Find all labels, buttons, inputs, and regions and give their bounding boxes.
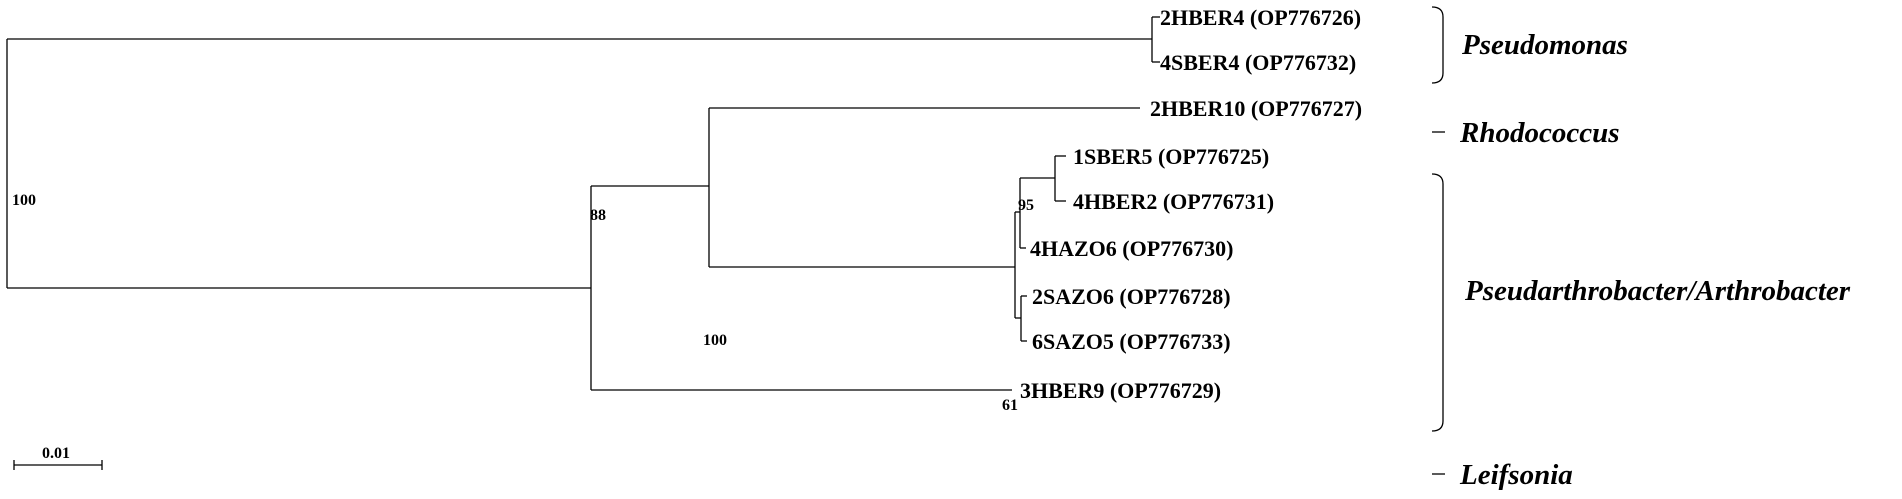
taxon-label: 1SBER5 (OP776725) <box>1073 144 1269 169</box>
group-label-pseudarthrobacter: Pseudarthrobacter/Arthrobacter <box>1464 275 1851 307</box>
taxon-label: 4SBER4 (OP776732) <box>1160 50 1356 75</box>
bootstrap-value: 61 <box>1002 397 1018 414</box>
taxon-label: 3HBER9 (OP776729) <box>1020 378 1221 403</box>
taxon-label: 4HBER2 (OP776731) <box>1073 189 1274 214</box>
taxon-label: 2HBER4 (OP776726) <box>1160 5 1361 30</box>
taxon-label: 2SAZO6 (OP776728) <box>1032 284 1231 309</box>
scale-bar-label: 0.01 <box>42 445 70 462</box>
bootstrap-value: 88 <box>590 207 606 224</box>
group-label-leifsonia: Leifsonia <box>1459 459 1573 491</box>
bootstrap-value: 100 <box>12 192 36 209</box>
bootstrap-values: 100 88 100 95 61 <box>12 192 1034 414</box>
bootstrap-value: 95 <box>1018 197 1034 214</box>
bracket-pseudarthrobacter <box>1431 173 1444 432</box>
taxon-label: 6SAZO5 (OP776733) <box>1032 329 1231 354</box>
taxon-label: 4HAZO6 (OP776730) <box>1030 236 1234 261</box>
taxon-labels: 2HBER4 (OP776726) 4SBER4 (OP776732) 2HBE… <box>1020 5 1362 403</box>
bootstrap-value: 100 <box>703 332 727 349</box>
tree-branches <box>6 16 1160 391</box>
bracket-pseudomonas <box>1431 6 1444 84</box>
taxon-label: 2HBER10 (OP776727) <box>1150 96 1362 121</box>
group-label-pseudomonas: Pseudomonas <box>1461 29 1628 61</box>
group-markers: Pseudomonas Rhodococcus Pseudarthrobacte… <box>1431 6 1851 491</box>
scale-bar: 0.01 <box>13 445 103 470</box>
group-label-rhodococcus: Rhodococcus <box>1459 117 1620 149</box>
